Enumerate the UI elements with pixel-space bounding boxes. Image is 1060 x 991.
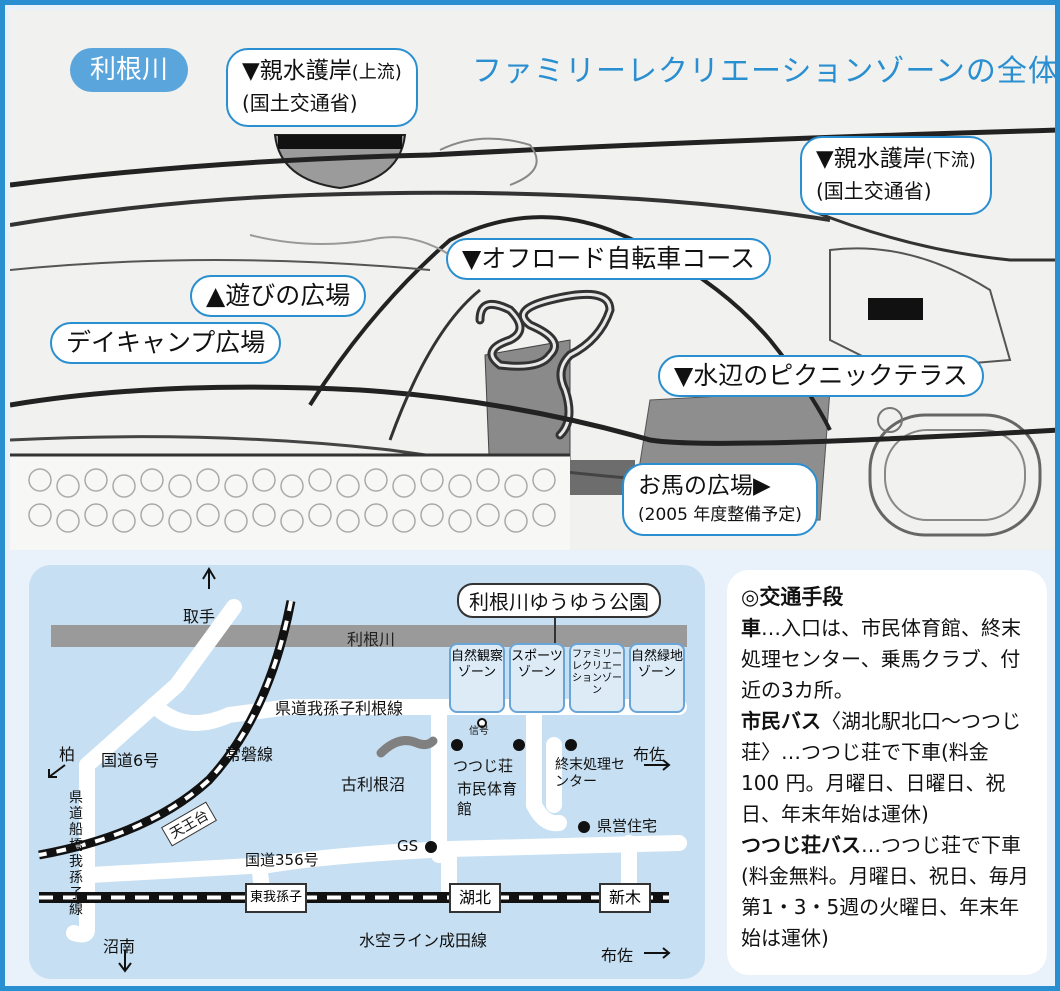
toride-arrow (202, 567, 216, 589)
housing-marker (578, 821, 590, 833)
oval-track (868, 413, 1042, 537)
callout-play-square: ▲遊びの広場 (190, 275, 367, 317)
zone-sports: スポーツゾーン (509, 643, 565, 713)
signal-marker (477, 718, 487, 728)
label-tsutsuji: つつじ荘 (453, 757, 514, 775)
park-name-label: 利根川ゆうゆう公園 (457, 583, 661, 618)
label-signal: 信号 (469, 726, 489, 737)
transport-car-head: 車 (741, 616, 761, 640)
kotonenuma-lake (376, 736, 438, 758)
zone-family-recreation: ファミリーレクリエーションゾーン (569, 643, 625, 713)
shonan-arrow (118, 950, 132, 973)
loop-road (308, 215, 832, 431)
callout-downstream-main: ▼親水護岸 (816, 146, 926, 172)
transport-tsutsujibus: つつじ荘バス…つつじ荘で下車(料金無料。月曜日、祝日、毎月第1・3・5週の火曜日… (741, 830, 1033, 954)
zone-nature-observation: 自然観察ゾーン (449, 643, 505, 713)
callout-picnic: ▼水辺のピクニックテラス (658, 355, 984, 397)
kashiwa-arrow (48, 764, 66, 778)
callout-upstream-main: ▼親水護岸 (242, 58, 352, 84)
callout-horse-note: (2005 年度整備予定) (638, 505, 802, 525)
zone-nature-green: 自然緑地ゾーン (629, 643, 685, 713)
label-housing: 県営住宅 (597, 817, 658, 835)
label-joban: 常磐線 (225, 745, 274, 764)
label-narita-line: 水空ライン成田線 (359, 931, 488, 950)
callout-upstream-bank: ▼親水護岸(上流) (国土交通省) (226, 48, 418, 127)
access-map: 利根川ゆうゆう公園 利根川 自然観察ゾーン スポーツゾーン ファミリーレクリエー… (29, 565, 705, 979)
gs-marker (425, 841, 437, 853)
river-badge: 利根川 (70, 48, 188, 92)
station-shinki: 新木 (599, 883, 651, 913)
trees (28, 468, 556, 533)
transport-info: ◎交通手段 車…入口は、市民体育館、終末処理センター、乗馬クラブ、付近の3カ所。… (727, 570, 1047, 975)
callout-upstream-agency: (国土交通省) (242, 91, 358, 115)
label-kotonenuma: 古利根沼 (341, 775, 406, 794)
side-road-2 (526, 707, 567, 832)
river-label: 利根川 (347, 630, 396, 649)
callout-daycamp: デイキャンプ広場 (50, 322, 282, 364)
transport-car-text: …入口は、市民体育館、終末処理センター、乗馬クラブ、付近の3カ所。 (741, 616, 1021, 702)
label-route356: 国道356号 (245, 851, 319, 869)
fusa-arrow-1 (644, 759, 671, 771)
callout-horse-square: お馬の広場▶ (2005 年度整備予定) (622, 463, 818, 536)
map-title: ファミリーレクリエーションゾーンの全体図 (472, 54, 1060, 89)
label-fusa-2: 布佐 (601, 946, 634, 965)
label-shonan: 沼南 (103, 937, 136, 956)
transport-citybus-head: 市民バス (741, 709, 821, 733)
station-higashiabiko: 東我孫子 (245, 883, 307, 913)
label-gym: 市民体育館 (457, 780, 518, 818)
overview-map: 利根川 ファミリーレクリエーションゾーンの全体図 ▼親水護岸(上流) (国土交通… (10, 10, 1060, 550)
route356-road (83, 835, 687, 883)
transport-car: 車…入口は、市民体育館、終末処理センター、乗馬クラブ、付近の3カ所。 (741, 613, 1033, 706)
label-sewage: 終末処理センター (555, 757, 625, 790)
label-toride: 取手 (183, 607, 216, 626)
access-map-drawing (38, 567, 687, 973)
transport-title: ◎交通手段 (741, 585, 844, 609)
label-route6: 国道6号 (101, 751, 160, 770)
callout-downstream-small: (下流) (925, 150, 976, 171)
main-river-road (10, 384, 1055, 446)
prefroad-road (146, 697, 687, 731)
label-fusa-1: 布佐 (633, 745, 666, 764)
label-funabashi-road: 県道船橋我孫子線 (69, 790, 83, 918)
callout-downstream-agency: (国土交通省) (816, 179, 932, 203)
upstream-bank-bar (278, 135, 402, 149)
label-prefroad: 県道我孫子利根線 (275, 699, 404, 718)
downstream-bank-bar (868, 298, 923, 320)
fusa-arrow-2 (644, 947, 671, 959)
transport-tsutsujibus-text: …つつじ荘で下車(料金無料。月曜日、祝日、毎月第1・3・5週の火曜日、年末年始は… (741, 833, 1029, 950)
label-gs: GS (397, 837, 419, 855)
tsutsuji-marker (451, 739, 463, 751)
callout-horse-main: お馬の広場▶ (638, 473, 771, 499)
callout-upstream-small: (上流) (351, 62, 402, 83)
sewage-marker (565, 739, 577, 751)
station-kohoku: 湖北 (449, 883, 501, 913)
callout-downstream-bank: ▼親水護岸(下流) (国土交通省) (800, 136, 992, 215)
gym-marker (513, 739, 525, 751)
route6-road (79, 599, 242, 773)
transport-citybus-text: 〈湖北駅北口〜つつじ荘〉…つつじ荘で下車(料金 100 円。月曜日、日曜日、祝日… (741, 709, 1021, 826)
label-kashiwa: 柏 (59, 745, 76, 764)
road-1 (10, 190, 831, 227)
transport-citybus: 市民バス〈湖北駅北口〜つつじ荘〉…つつじ荘で下車(料金 100 円。月曜日、日曜… (741, 706, 1033, 830)
transport-tsutsujibus-head: つつじ荘バス (741, 833, 861, 857)
downstream-bank-area (829, 247, 1012, 372)
funabashi-road (66, 757, 95, 943)
callout-offroad: ▼オフロード自転車コース (446, 238, 771, 280)
